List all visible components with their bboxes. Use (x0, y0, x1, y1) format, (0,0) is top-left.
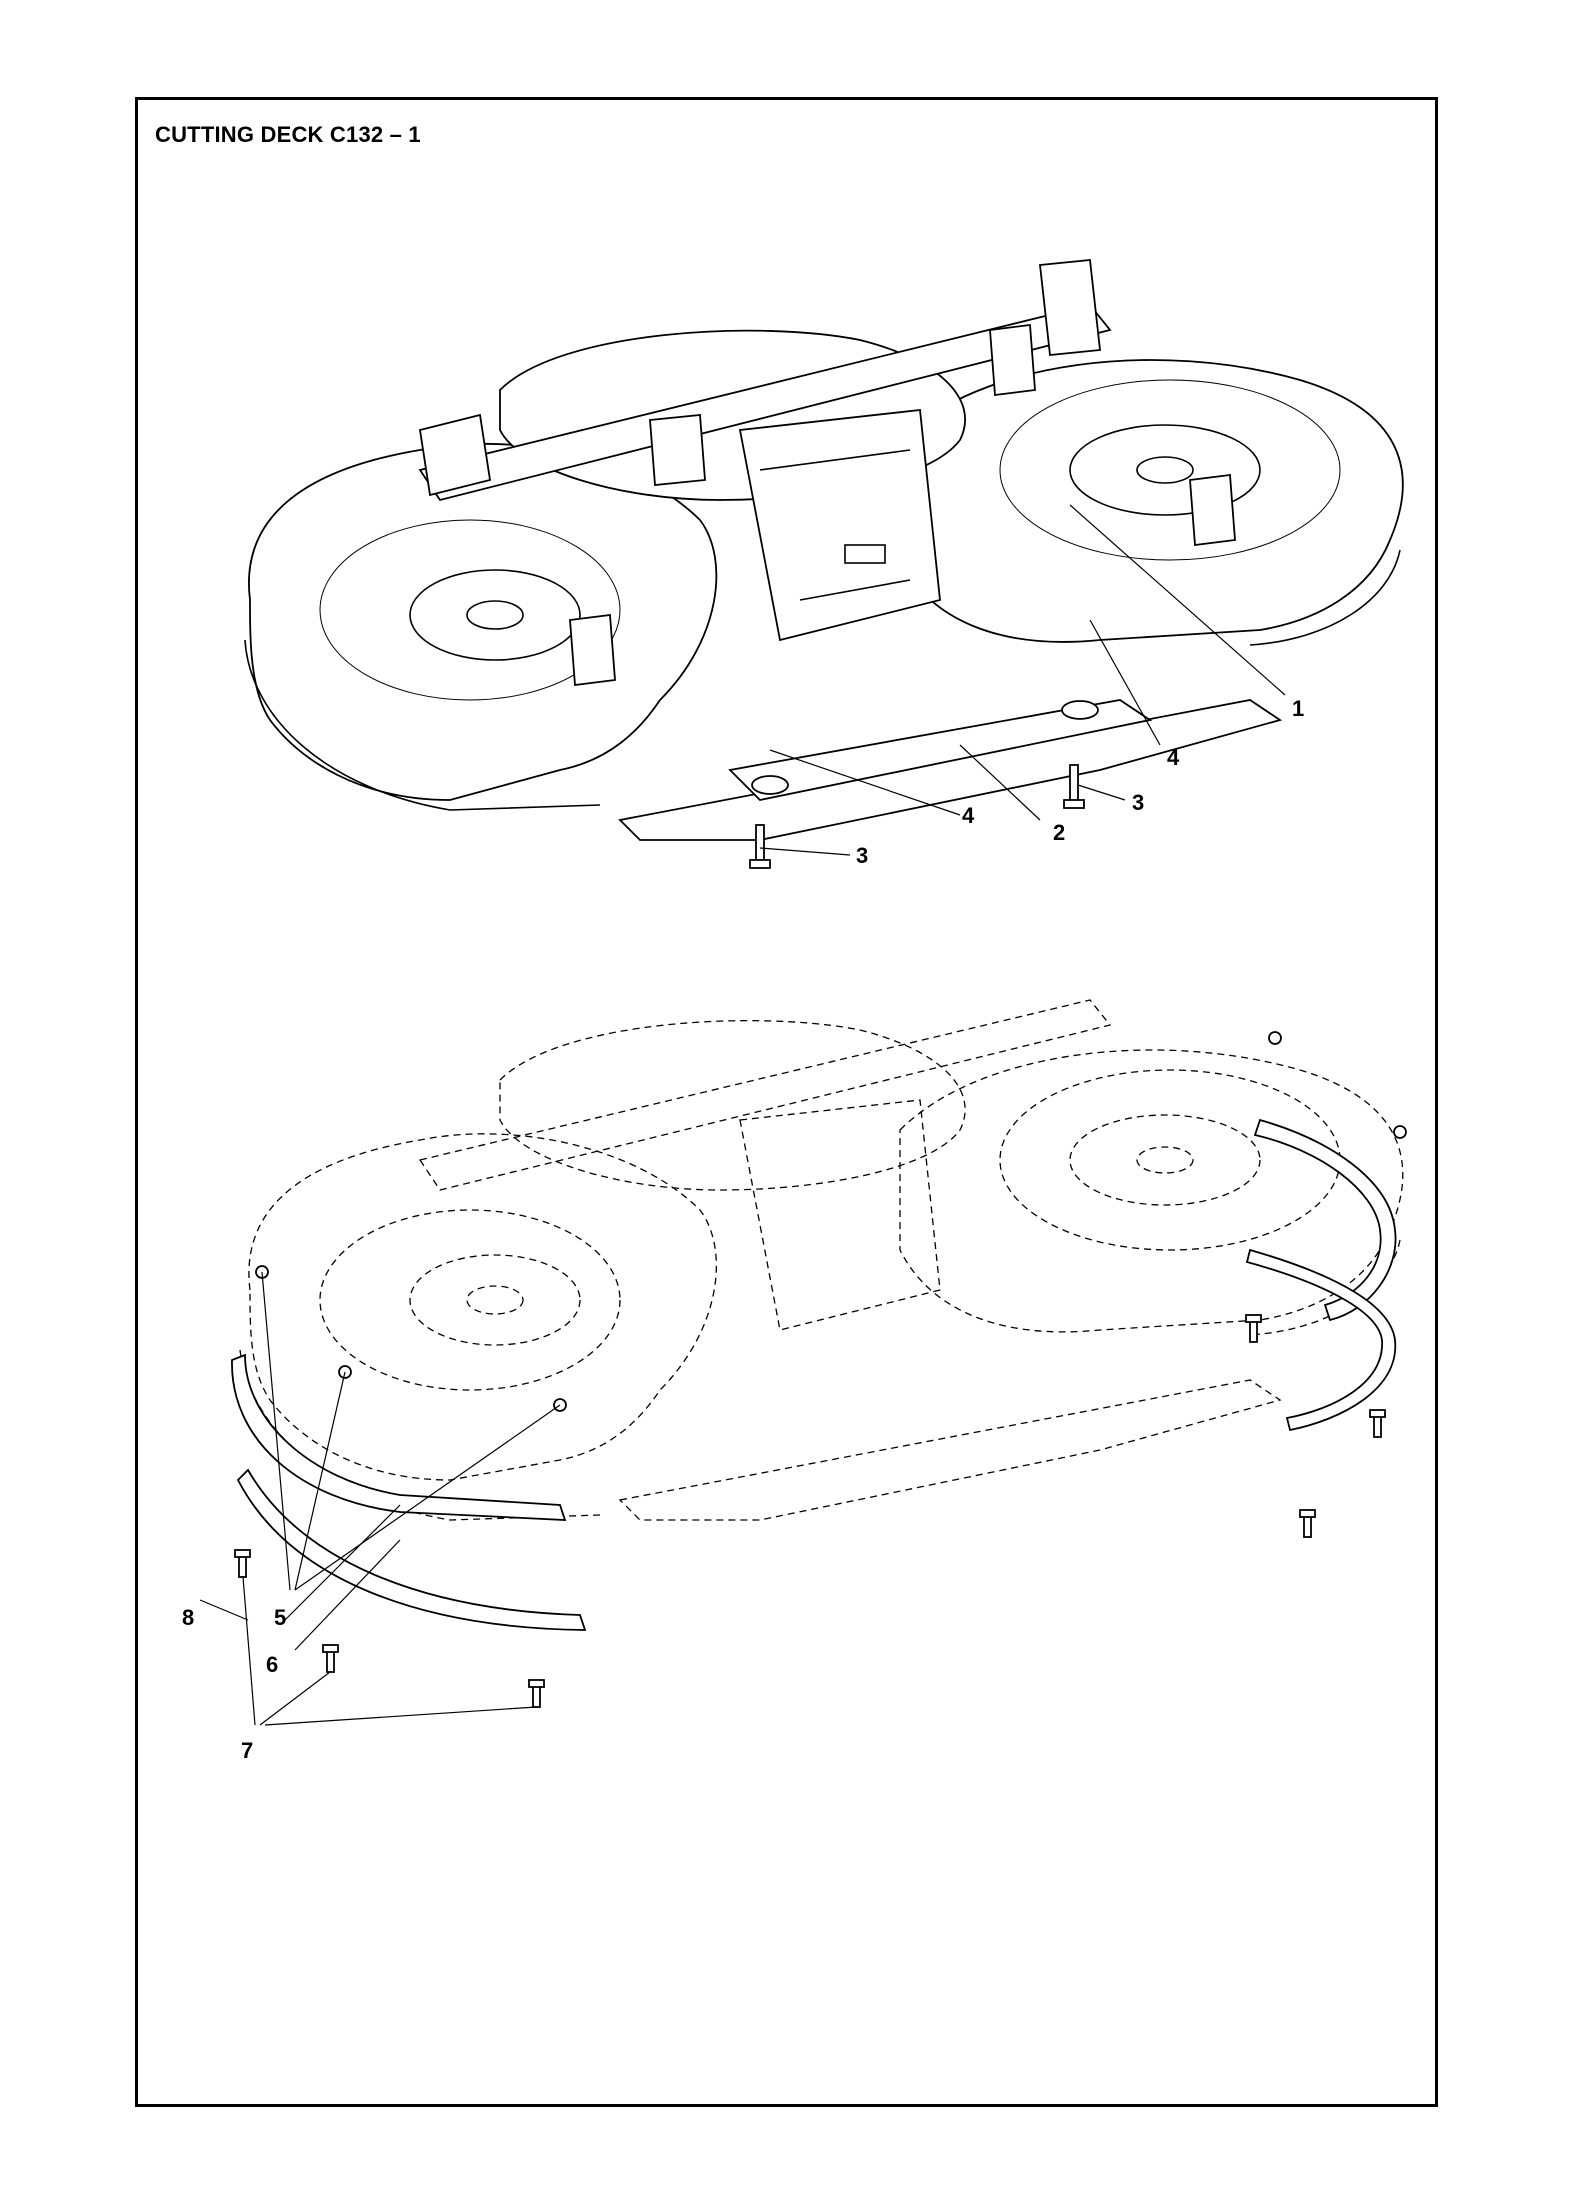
screw-right-c (1245, 1314, 1262, 1343)
nut-right-b (1393, 1125, 1407, 1139)
bumper-right (1253, 1118, 1397, 1322)
callout-3-right: 3 (1132, 790, 1144, 815)
lower-deck-assembly (231, 999, 1407, 1708)
callout-8: 8 (182, 1605, 194, 1630)
screw-7c (528, 1679, 545, 1708)
screw-right-a (1299, 1509, 1316, 1538)
deck-outline-ghost (248, 1133, 717, 1481)
callout-4-left: 4 (962, 803, 975, 828)
screw-7b (322, 1644, 339, 1673)
callout-6: 6 (266, 1652, 278, 1677)
front-frame (738, 409, 941, 642)
screw-right-b (1369, 1409, 1386, 1438)
callout-4-right: 4 (1167, 745, 1180, 770)
upper-deck-assembly (244, 259, 1404, 869)
callout-1: 1 (1292, 696, 1304, 721)
skirt-strip-left (236, 1468, 587, 1631)
page-border (135, 97, 1438, 2107)
callout-numbers: 1 4 3 4 2 3 8 5 6 7 (182, 696, 1304, 1763)
bumper-left (231, 1353, 567, 1521)
deck-housing-left (248, 442, 718, 801)
screw-7a (234, 1549, 251, 1578)
nut-right-a (1268, 1031, 1282, 1045)
callout-3-left: 3 (856, 843, 868, 868)
spindle-plate-left (409, 569, 581, 661)
spindle-plate-right (1069, 424, 1261, 516)
callout-7: 7 (241, 1738, 253, 1763)
page-title: CUTTING DECK C132 – 1 (155, 122, 421, 147)
deck-housing-right (899, 359, 1404, 643)
skirt-strip-right (1245, 1248, 1396, 1432)
callout-2: 2 (1053, 820, 1065, 845)
baffle-plate (618, 699, 1283, 841)
leader-lines (199, 504, 1286, 1726)
callout-5: 5 (274, 1605, 286, 1630)
bolt-upper-left (749, 824, 771, 869)
